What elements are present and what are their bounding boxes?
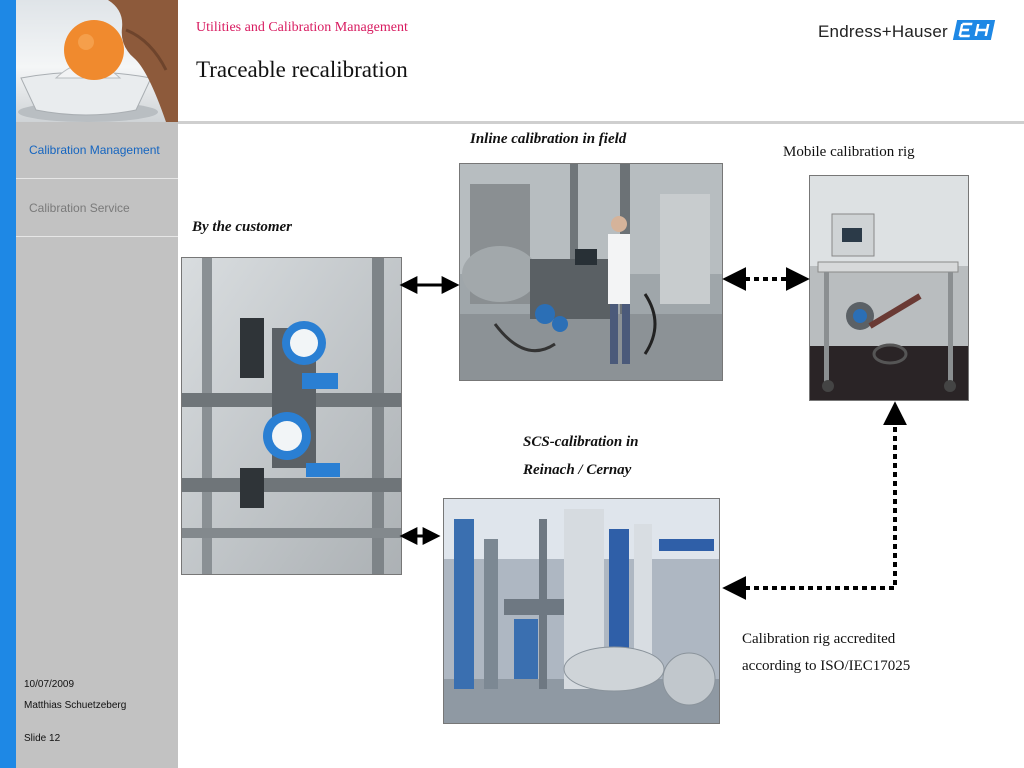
footer-author: Matthias Schuetzeberg [24, 700, 127, 711]
photo-mobile-rig [809, 175, 969, 401]
label-by-customer: By the customer [192, 219, 292, 235]
juicer-illustration [18, 0, 178, 122]
nav-item-label: Calibration Management [29, 143, 160, 157]
label-inline-calibration: Inline calibration in field [470, 131, 627, 147]
photo-inline-calibration [459, 163, 723, 381]
hero-image [16, 0, 178, 122]
label-scs-line2: Reinach / Cernay [523, 462, 632, 478]
brand-name: Endress+Hauser [818, 22, 948, 41]
label-accredited-line1: Calibration rig accredited [742, 631, 896, 647]
label-accredited-line2: according to ISO/IEC17025 [742, 658, 911, 674]
brand-logo [952, 20, 996, 40]
nav-item-calibration-service[interactable]: Calibration Service [16, 180, 178, 237]
header-divider [178, 121, 1024, 124]
label-mobile-rig: Mobile calibration rig [783, 144, 915, 160]
label-scs-line1: SCS-calibration in [523, 434, 639, 450]
nav-item-label: Calibration Service [29, 201, 130, 215]
arrow-scs-mobile [722, 401, 907, 600]
footer-date: 10/07/2009 [24, 679, 75, 690]
photo-customer-flowmeters [181, 257, 402, 575]
left-accent-stripe [0, 0, 16, 768]
eh-logo-icon [958, 22, 990, 38]
footer-slide-number: Slide 12 [24, 733, 61, 744]
page-title: Traceable recalibration [196, 57, 408, 82]
section-subtitle: Utilities and Calibration Management [196, 20, 408, 35]
photo-scs-calibration [443, 498, 720, 724]
nav-item-calibration-management[interactable]: Calibration Management [16, 122, 178, 179]
